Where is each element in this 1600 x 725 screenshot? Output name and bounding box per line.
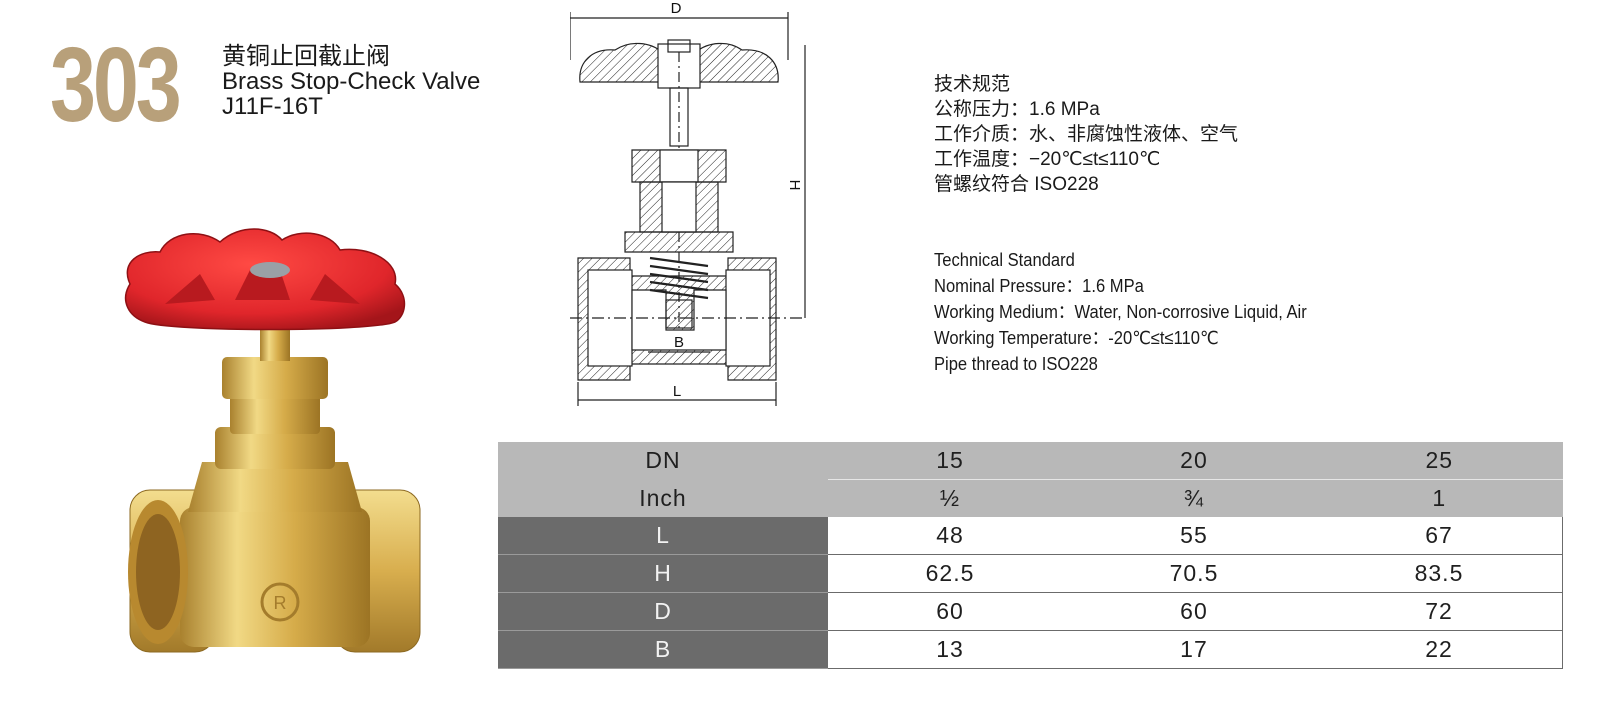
table-row: L 48 55 67	[498, 517, 1563, 555]
table-cell: 48	[828, 517, 1072, 555]
spec-cn-thread: 管螺纹符合 ISO228	[934, 174, 1099, 195]
valve-photo: R	[124, 228, 421, 653]
table-cell: 55	[1071, 517, 1316, 555]
spec-cn-heading: 技术规范	[934, 74, 1011, 95]
table-header-row: DN 15 20 25	[498, 442, 1563, 480]
table-cell: 72	[1315, 592, 1563, 631]
table-cell: 60	[1071, 592, 1316, 631]
table-cell: 70.5	[1071, 554, 1316, 593]
model-number: 303	[50, 26, 182, 144]
title-chinese: 黄铜止回截止阀	[222, 43, 390, 70]
table-cell: 17	[1071, 630, 1316, 669]
table-cell: 60	[828, 592, 1072, 631]
svg-text:R: R	[274, 593, 287, 613]
specs-chinese: 技术规范 公称压力：1.6 MPa 工作介质：水、非腐蚀性液体、空气 工作温度：…	[934, 72, 1238, 197]
spec-en-pressure: Nominal Pressure：1.6 MPa	[934, 276, 1144, 296]
technical-drawing: D H B L	[570, 0, 806, 406]
dim-label-b: B	[674, 334, 684, 351]
table-cell: 13	[828, 630, 1072, 669]
title-block: 黄铜止回截止阀 Brass Stop-Check Valve J11F-16T	[222, 44, 480, 119]
spec-en-temperature: Working Temperature：-20℃≤t≤110℃	[934, 328, 1219, 348]
table-cell: 22	[1315, 630, 1563, 669]
spec-en-medium: Working Medium：Water, Non-corrosive Liqu…	[934, 302, 1307, 322]
title-english: Brass Stop-Check Valve	[222, 68, 481, 95]
table-header-cell: 25	[1315, 442, 1563, 480]
table-header-label: DN	[498, 442, 828, 480]
dim-label-d: D	[671, 0, 682, 17]
row-label: H	[498, 554, 828, 593]
table-cell: 83.5	[1315, 554, 1563, 593]
dim-label-l: L	[673, 383, 681, 400]
model-code: J11F-16T	[222, 93, 323, 120]
dimension-table: DN 15 20 25 Inch ½ ¾ 1 L 48 55 67 H 62.5…	[498, 442, 1563, 669]
spec-cn-pressure: 公称压力：1.6 MPa	[934, 99, 1100, 120]
table-header-cell: 1	[1315, 479, 1563, 517]
row-label: L	[498, 517, 828, 555]
table-cell: 67	[1315, 517, 1563, 555]
table-row: D 60 60 72	[498, 592, 1563, 631]
dim-label-h: H	[786, 180, 803, 191]
table-row: B 13 17 22	[498, 630, 1563, 669]
spec-cn-temperature: 工作温度：−20℃≤t≤110℃	[934, 149, 1161, 170]
table-cell: 62.5	[828, 554, 1072, 593]
row-label: B	[498, 630, 828, 669]
valve-body: R	[128, 327, 421, 653]
table-header-cell: ½	[828, 479, 1072, 517]
table-header-cell: 20	[1071, 442, 1316, 480]
table-row: H 62.5 70.5 83.5	[498, 554, 1563, 593]
spec-cn-medium: 工作介质：水、非腐蚀性液体、空气	[934, 124, 1239, 145]
table-header-row: Inch ½ ¾ 1	[498, 479, 1563, 517]
table-header-cell: 15	[828, 442, 1072, 480]
spec-en-heading: Technical Standard	[934, 250, 1075, 270]
spec-en-thread: Pipe thread to ISO228	[934, 354, 1098, 374]
specs-english: Technical Standard Nominal Pressure：1.6 …	[934, 247, 1307, 377]
row-label: D	[498, 592, 828, 631]
handwheel	[124, 228, 406, 331]
table-header-label: Inch	[498, 479, 828, 517]
table-header-cell: ¾	[1071, 479, 1316, 517]
